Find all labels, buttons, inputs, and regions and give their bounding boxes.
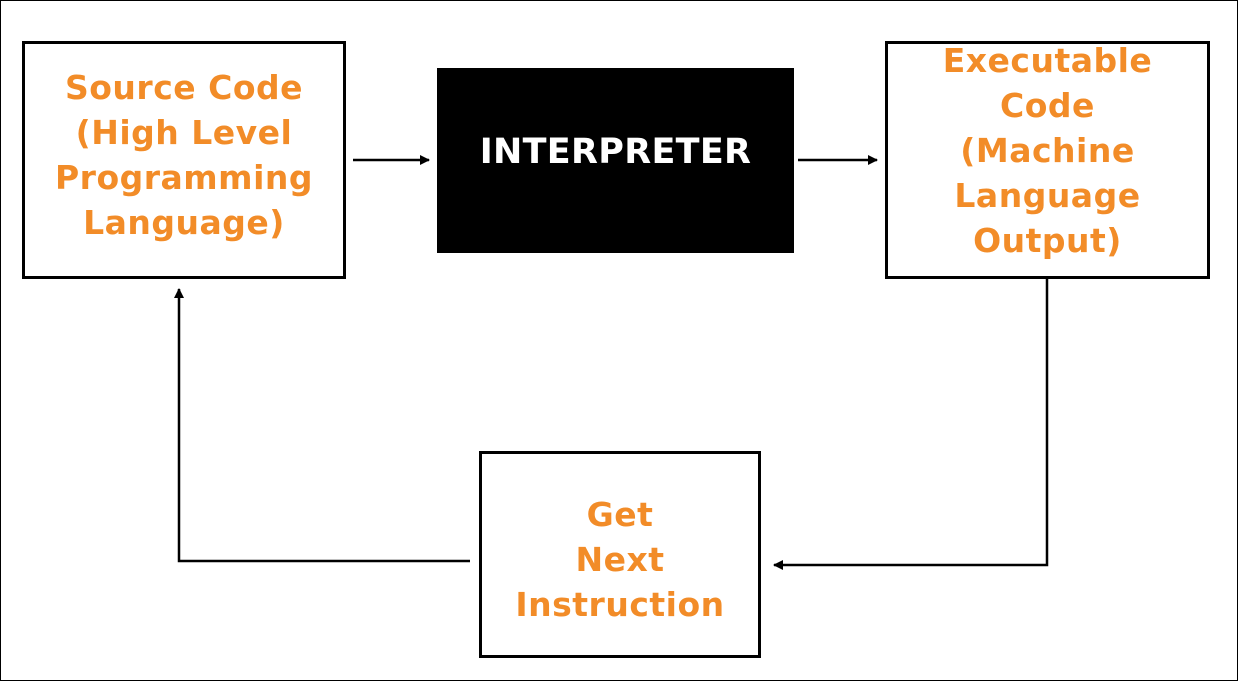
- executable-code-box: Executable Code (Machine Language Output…: [885, 41, 1210, 279]
- interpreter-box: INTERPRETER: [437, 68, 794, 253]
- source-code-line: (High Level: [75, 113, 293, 152]
- arrow-executable-to-next-instruction: [773, 279, 1049, 570]
- get-next-instruction-line: Get: [586, 495, 654, 534]
- executable-code-line: (Machine: [960, 130, 1135, 170]
- source-code-line: Language): [83, 203, 285, 242]
- arrow-next-instruction-to-source: [174, 288, 470, 563]
- source-code-line: Source Code: [64, 68, 304, 107]
- executable-code-line: Executable: [942, 40, 1153, 80]
- executable-code-line: Code: [1000, 85, 1095, 125]
- get-next-instruction-line: Next: [575, 540, 665, 579]
- executable-code-label: Executable Code (Machine Language Output…: [943, 38, 1153, 263]
- interpreter-label: INTERPRETER: [479, 131, 752, 172]
- executable-code-line: Language: [954, 175, 1141, 215]
- get-next-instruction-box: Get Next Instruction: [479, 451, 761, 658]
- source-code-line: Programming: [55, 158, 313, 197]
- source-code-box: Source Code (High Level Programming Lang…: [22, 41, 346, 279]
- get-next-instruction-label: Get Next Instruction: [515, 492, 724, 627]
- executable-code-line: Output): [973, 220, 1122, 260]
- source-code-label: Source Code (High Level Programming Lang…: [55, 65, 313, 245]
- get-next-instruction-line: Instruction: [515, 585, 725, 624]
